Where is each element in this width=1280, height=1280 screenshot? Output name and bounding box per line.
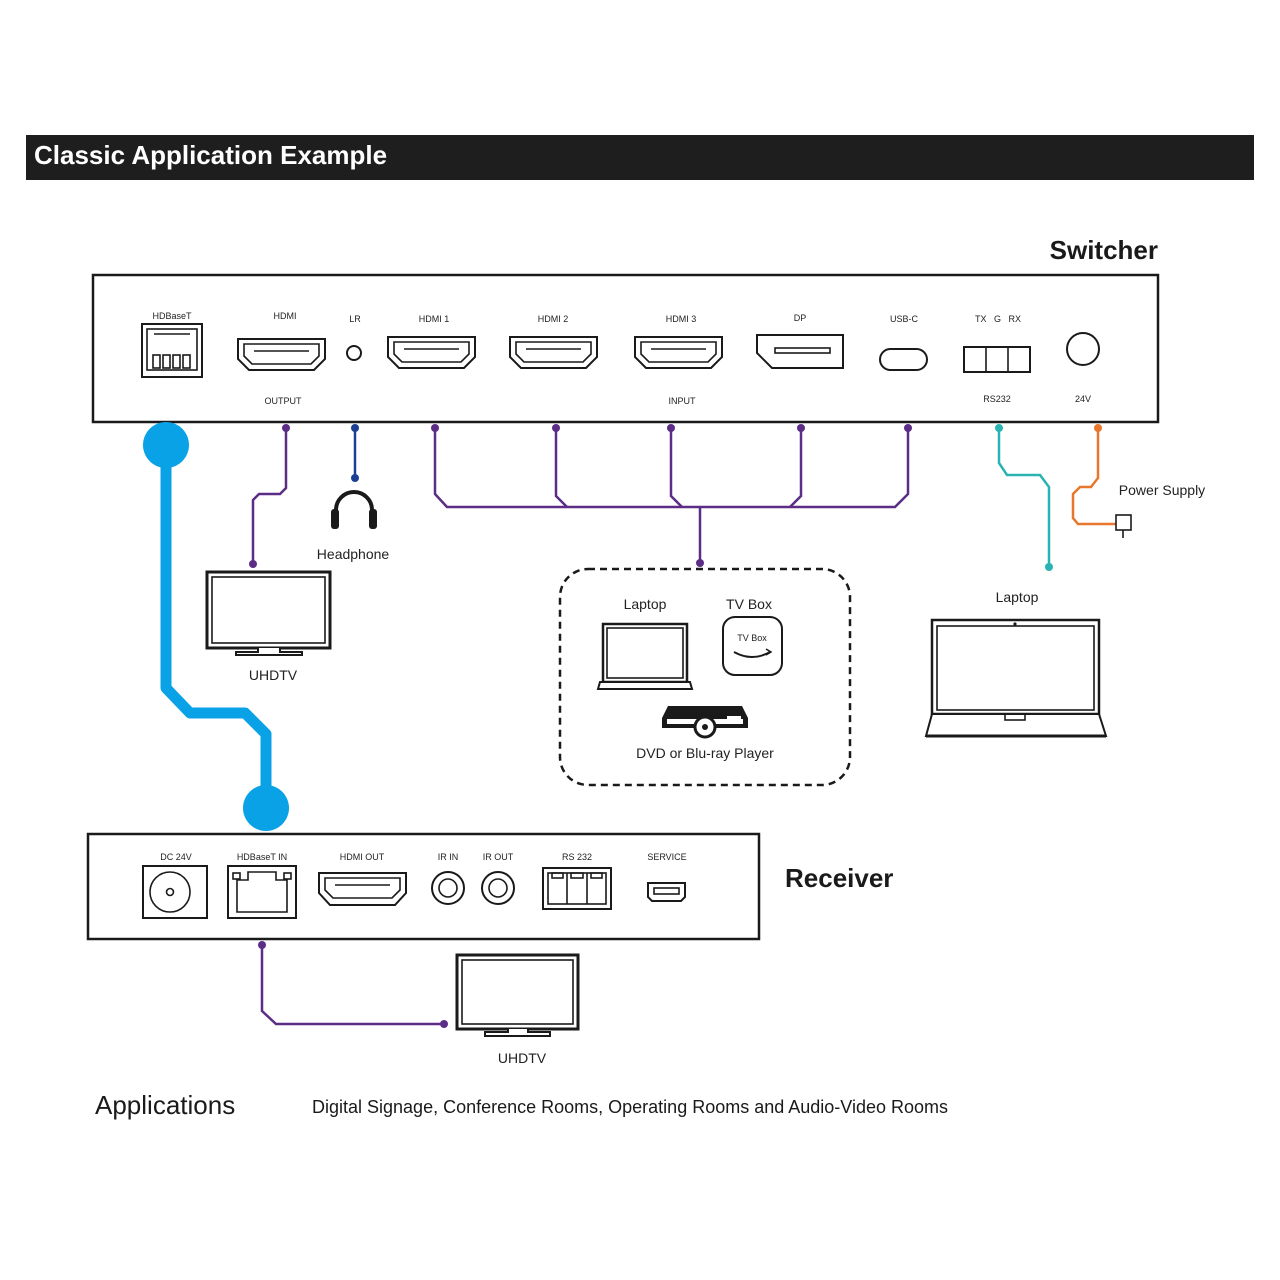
receiver-hdbaset-label: HDBaseT IN bbox=[237, 852, 287, 862]
switcher-hdmi3-label: HDMI 3 bbox=[666, 314, 697, 324]
receiver-ir-in-label: IR IN bbox=[438, 852, 459, 862]
source-laptop-icon bbox=[596, 622, 694, 690]
power-supply-label: Power Supply bbox=[1119, 482, 1205, 498]
switcher-hdmi1-port bbox=[387, 336, 476, 369]
tv-bottom-icon bbox=[455, 953, 580, 1037]
switcher-lr-label: LR bbox=[349, 314, 361, 324]
dvd-player-icon bbox=[662, 706, 748, 739]
applications-text: Digital Signage, Conference Rooms, Opera… bbox=[312, 1097, 948, 1117]
receiver-ir-out-jack bbox=[481, 871, 515, 905]
headphone-icon bbox=[331, 490, 377, 529]
receiver-title: Receiver bbox=[785, 863, 893, 893]
switcher-usbc-port bbox=[879, 348, 928, 371]
receiver-hdmi-cable bbox=[258, 941, 448, 1028]
switcher-hdmi2-label: HDMI 2 bbox=[538, 314, 569, 324]
headphone-label: Headphone bbox=[317, 546, 390, 562]
applications-heading: Applications bbox=[95, 1090, 235, 1120]
receiver-hdmi-out-label: HDMI OUT bbox=[340, 852, 385, 862]
control-laptop-icon bbox=[924, 618, 1108, 738]
switcher-title: Switcher bbox=[1050, 235, 1158, 265]
tv-top-icon bbox=[205, 570, 332, 656]
switcher-hdmi-out-label: HDMI bbox=[274, 311, 297, 321]
receiver-ir-in-jack bbox=[431, 871, 465, 905]
switcher-usbc-label: USB-C bbox=[890, 314, 919, 324]
receiver-ir-out-label: IR OUT bbox=[483, 852, 514, 862]
receiver-dc-label: DC 24V bbox=[160, 852, 192, 862]
switcher-power-jack bbox=[1066, 332, 1100, 366]
page-title: Classic Application Example bbox=[34, 140, 388, 170]
receiver-dc-jack bbox=[142, 865, 208, 919]
hdbaset-cable bbox=[143, 422, 289, 831]
uhdtv-bottom-label: UHDTV bbox=[498, 1050, 547, 1066]
rs232-group-label: RS232 bbox=[983, 394, 1011, 404]
hdmi-input-bus bbox=[431, 424, 912, 567]
input-group-label: INPUT bbox=[669, 396, 697, 406]
uhdtv-top-label: UHDTV bbox=[249, 667, 298, 683]
switcher-hdbaset-label: HDBaseT bbox=[152, 311, 192, 321]
switcher-rs232-terminal bbox=[963, 346, 1031, 373]
switcher-rs232-pins-label: TX G RX bbox=[975, 314, 1021, 324]
tv-box-icon bbox=[722, 616, 783, 676]
hdmi-output-cable bbox=[249, 424, 290, 568]
control-laptop-label: Laptop bbox=[996, 589, 1039, 605]
receiver-rs232-label: RS 232 bbox=[562, 852, 592, 862]
power-plug-icon bbox=[1115, 514, 1132, 538]
power-cable bbox=[1071, 424, 1116, 526]
switcher-hdmi-out-port bbox=[237, 338, 326, 371]
switcher-power-label: 24V bbox=[1075, 394, 1091, 404]
switcher-dp-port bbox=[756, 334, 844, 369]
dvd-player-label: DVD or Blu-ray Player bbox=[636, 745, 774, 761]
tv-box-inner-label: TV Box bbox=[737, 633, 767, 643]
switcher-hdmi2-port bbox=[509, 336, 598, 369]
receiver-service-label: SERVICE bbox=[647, 852, 686, 862]
switcher-hdbaset-port bbox=[141, 323, 203, 378]
rs232-cable bbox=[995, 424, 1053, 571]
receiver-hdbaset-port bbox=[227, 865, 297, 919]
switcher-hdmi1-label: HDMI 1 bbox=[419, 314, 450, 324]
audio-cable bbox=[351, 424, 359, 482]
switcher-hdmi3-port bbox=[634, 336, 723, 369]
output-group-label: OUTPUT bbox=[265, 396, 303, 406]
switcher-lr-jack bbox=[346, 345, 362, 361]
switcher-dp-label: DP bbox=[794, 313, 807, 323]
source-laptop-label: Laptop bbox=[624, 596, 667, 612]
receiver-rs232-terminal bbox=[542, 867, 612, 910]
header-banner: Classic Application Example bbox=[26, 135, 1254, 180]
receiver-service-port bbox=[647, 882, 686, 902]
receiver-hdmi-out-port bbox=[318, 872, 407, 906]
tv-box-label: TV Box bbox=[726, 596, 772, 612]
